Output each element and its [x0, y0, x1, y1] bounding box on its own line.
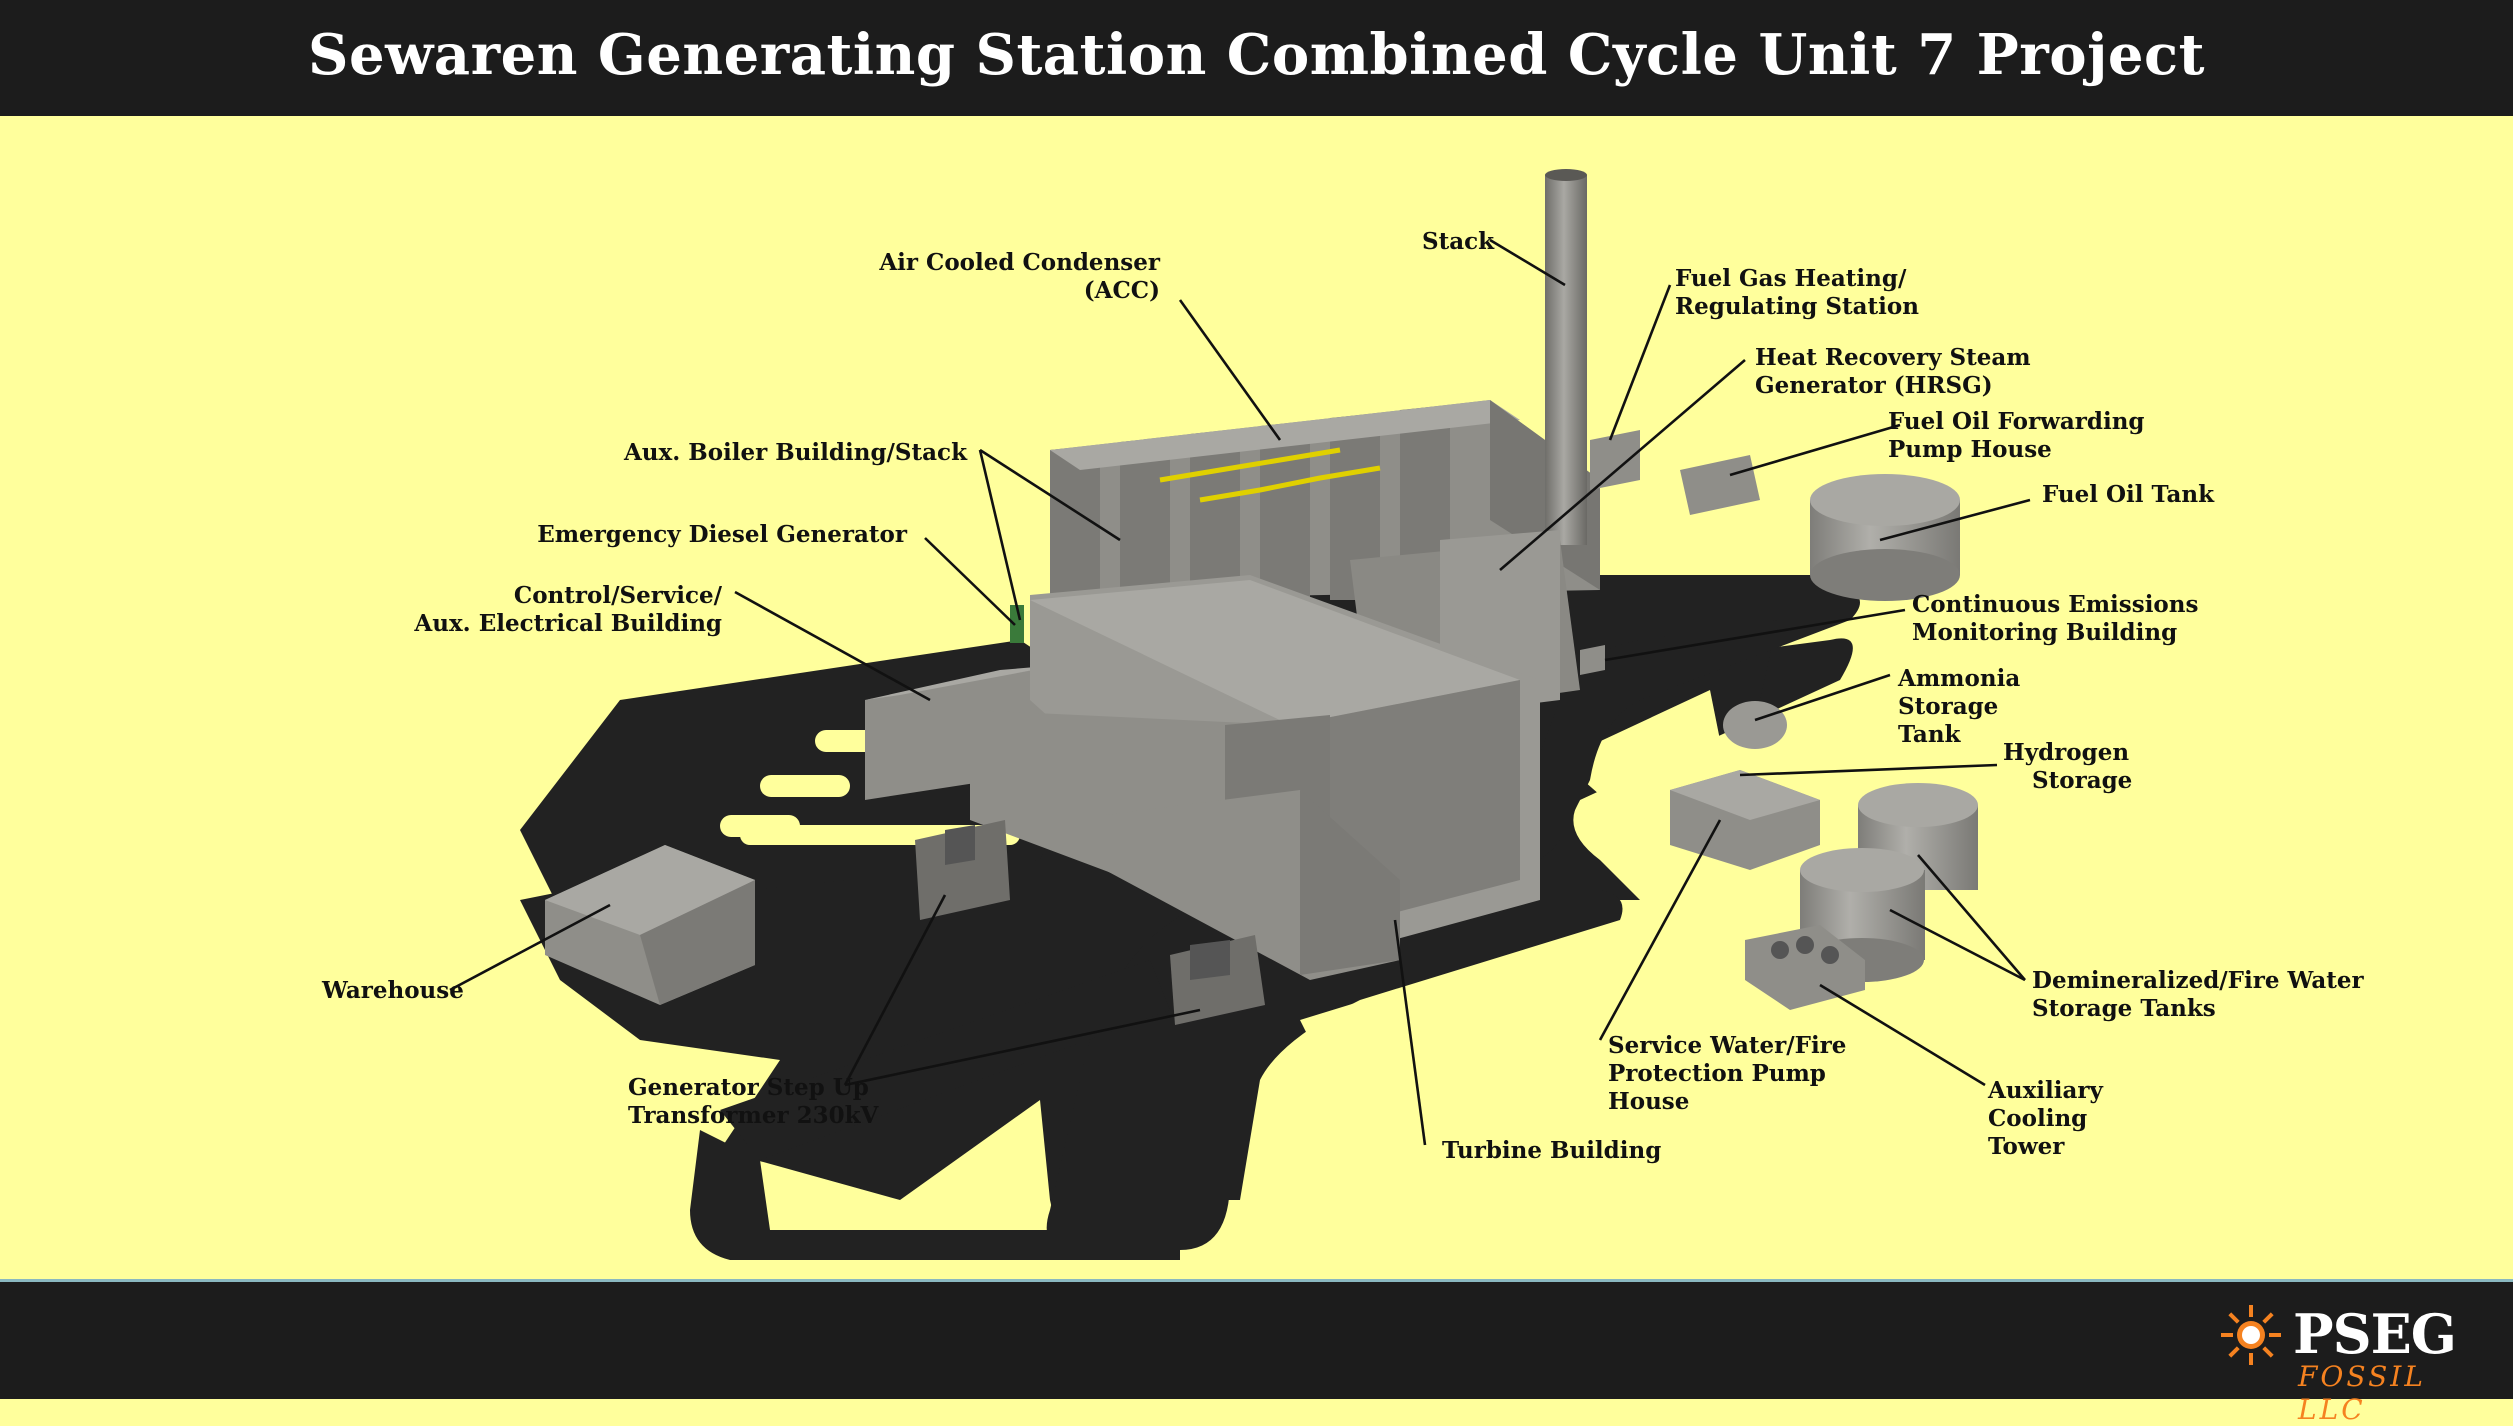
page-title: Sewaren Generating Station Combined Cycl…: [308, 22, 2205, 88]
label-ammonia-2: Storage: [1898, 693, 1998, 720]
label-acc-2: (ACC): [1084, 277, 1160, 304]
cems-building: [1580, 645, 1605, 675]
fuel-gas-station: [1590, 430, 1640, 490]
label-control-1: Control/Service/: [514, 582, 723, 609]
logo-wordmark: PSEG: [2293, 1302, 2457, 1366]
label-hydrogen-2: Storage: [2032, 767, 2132, 794]
air-cooled-condenser: [1050, 400, 1600, 600]
label-hrsg-1: Heat Recovery Steam: [1755, 344, 2031, 371]
sun-icon: [2221, 1305, 2281, 1365]
label-aux-cool-1: Auxiliary: [1987, 1077, 2104, 1104]
stack: [1545, 169, 1587, 545]
label-fuel-gas-1: Fuel Gas Heating/: [1675, 265, 1907, 292]
site-diagram: Stack Air Cooled Condenser (ACC) Fuel Ga…: [0, 116, 2513, 1279]
label-turbine: Turbine Building: [1442, 1137, 1661, 1164]
label-aux-cool-2: Cooling: [1988, 1105, 2087, 1132]
label-acc-1: Air Cooled Condenser: [878, 249, 1161, 276]
label-hrsg-2: Generator (HRSG): [1755, 372, 1993, 399]
label-service-2: Protection Pump: [1608, 1060, 1826, 1087]
aux-cooling-tower: [1745, 925, 1865, 1010]
label-fuel-oil-fwd-2: Pump House: [1888, 436, 2052, 463]
label-aux-cool-3: Tower: [1988, 1133, 2065, 1160]
label-demin-2: Storage Tanks: [2032, 995, 2216, 1022]
label-service-1: Service Water/Fire: [1608, 1032, 1846, 1059]
logo-subtitle: FOSSIL LLC: [2298, 1360, 2426, 1426]
component-labels: Stack Air Cooled Condenser (ACC) Fuel Ga…: [321, 228, 2364, 1164]
leader-lines: [449, 238, 2031, 1146]
label-service-3: House: [1608, 1088, 1689, 1115]
label-ammonia-1: Ammonia: [1897, 665, 2020, 692]
label-control-2: Aux. Electrical Building: [413, 610, 722, 637]
label-fuel-gas-2: Regulating Station: [1675, 293, 1919, 320]
ammonia-tank: [1723, 701, 1787, 749]
label-cems-1: Continuous Emissions: [1912, 591, 2198, 618]
label-diesel: Emergency Diesel Generator: [537, 521, 908, 548]
label-gsu-2: Transformer 230kV: [628, 1102, 880, 1129]
label-fuel-oil-fwd-1: Fuel Oil Forwarding: [1888, 408, 2145, 435]
label-gsu-1: Generator Step Up: [628, 1074, 869, 1101]
label-cems-2: Monitoring Building: [1912, 619, 2177, 646]
label-demin-1: Demineralized/Fire Water: [2032, 967, 2364, 994]
footer-bar: PSEG FOSSIL LLC: [0, 1279, 2513, 1426]
label-fuel-oil-tank: Fuel Oil Tank: [2042, 481, 2215, 508]
pseg-logo: PSEG FOSSIL LLC: [2220, 1302, 2500, 1426]
site-diagram-svg: Stack Air Cooled Condenser (ACC) Fuel Ga…: [321, 169, 2364, 1260]
title-bar: Sewaren Generating Station Combined Cycl…: [0, 0, 2513, 116]
transformer-1: [915, 820, 1010, 920]
label-stack: Stack: [1422, 228, 1495, 255]
label-aux-boiler: Aux. Boiler Building/Stack: [623, 439, 968, 466]
transformer-2: [1170, 935, 1265, 1025]
turbine-building: [970, 575, 1540, 980]
diesel-generator: [1010, 605, 1024, 643]
label-ammonia-3: Tank: [1898, 721, 1962, 748]
label-hydrogen-1: Hydrogen: [2003, 739, 2129, 766]
label-warehouse: Warehouse: [321, 977, 464, 1004]
fuel-oil-pump-house: [1680, 455, 1760, 515]
